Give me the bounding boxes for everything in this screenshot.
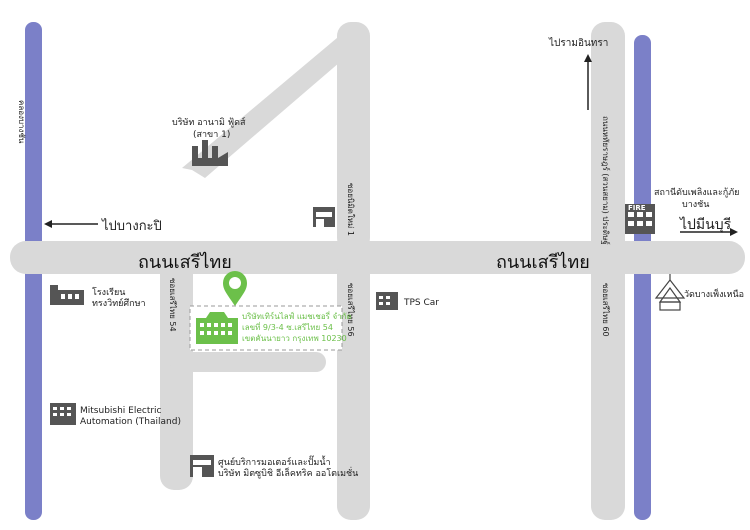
tps-label: TPS Car (404, 298, 439, 308)
canal-right (634, 35, 651, 520)
fire-station-label-1: สถานีดับเพลิงและกู้ภัย (654, 188, 740, 198)
soi-nimit-road (337, 22, 370, 252)
soi-nimit-diagonal (182, 22, 368, 178)
right-road-label: ถนนหทัยราษฎร์ (สวนสยาม) ประดิษฐ์ (601, 116, 610, 245)
main-road-label-left: ถนนเสรีไทย (138, 252, 232, 273)
location-pin-icon[interactable] (223, 271, 247, 306)
soi-60-label: ซอยเสรีไทย 60 (601, 283, 610, 337)
arrow-min-buri (680, 228, 738, 236)
main-road-label-right: ถนนเสรีไทย (496, 252, 590, 273)
school-label-1: โรงเรียน (92, 288, 126, 298)
factory-label-2: (สาขา 1) (193, 130, 231, 140)
company-name: บริษัทเทิร์นไลฟ์ แมชเชอรี่ จำกัด (242, 312, 352, 321)
school-icon (50, 285, 84, 305)
mitsubishi-label-2: Automation (Thailand) (80, 417, 181, 427)
school-label-2: ทรงวิทย์ศึกษา (92, 299, 146, 309)
soi-54-road (160, 260, 193, 490)
soi-54-label: ซอยเสรีไทย 54 (168, 278, 177, 332)
company-district: เขตคันนายาว กรุงเทพ 10230 (242, 334, 347, 343)
soi-56-road (337, 260, 370, 520)
direction-bang-kapi: ไปบางกะปิ (102, 219, 162, 234)
service-center-label-1: ศูนย์บริการมอเตอร์และปั๊มน้ำ (218, 458, 331, 468)
fire-sign: FIRE (628, 204, 646, 212)
main-road (10, 241, 745, 274)
temple-icon (654, 274, 686, 311)
temple-label: วัดบางเพ็งเหนือ (684, 290, 745, 300)
direction-ram-intra: ไปรามอินทรา (549, 38, 609, 49)
arrow-ram-intra (584, 54, 592, 110)
tps-building-icon (376, 292, 398, 310)
right-road (591, 22, 625, 520)
company-address: เลขที่ 9/3-4 ซ.เสรีไทย 54 (242, 323, 333, 332)
factory-icon (192, 140, 228, 166)
company-building-icon (196, 312, 238, 344)
fire-station-label-2: บางชัน (682, 200, 710, 210)
fire-station-icon (625, 204, 655, 234)
soi-nimit-label: ซอยนิมิตใหม่ 1 (346, 183, 355, 236)
shop-icon-nimit (313, 207, 335, 227)
mitsubishi-label-1: Mitsubishi Electric (80, 406, 162, 416)
service-center-label-2: บริษัท มิตซูบิชิ อีเล็คทริค ออโตเมชั่น (218, 469, 359, 479)
service-shop-icon (190, 455, 214, 477)
canal-left-label: คลองบางชัน (17, 100, 26, 144)
direction-min-buri: ไปมีนบุรี (680, 217, 732, 233)
factory-label-1: บริษัท อานามิ ฟู้ดส์ (172, 118, 246, 128)
mitsubishi-building-icon (50, 403, 76, 425)
branch-road (170, 352, 326, 372)
soi-56-label: ซอยเสรีไทย 56 (346, 283, 355, 337)
arrow-bang-kapi (44, 220, 98, 228)
